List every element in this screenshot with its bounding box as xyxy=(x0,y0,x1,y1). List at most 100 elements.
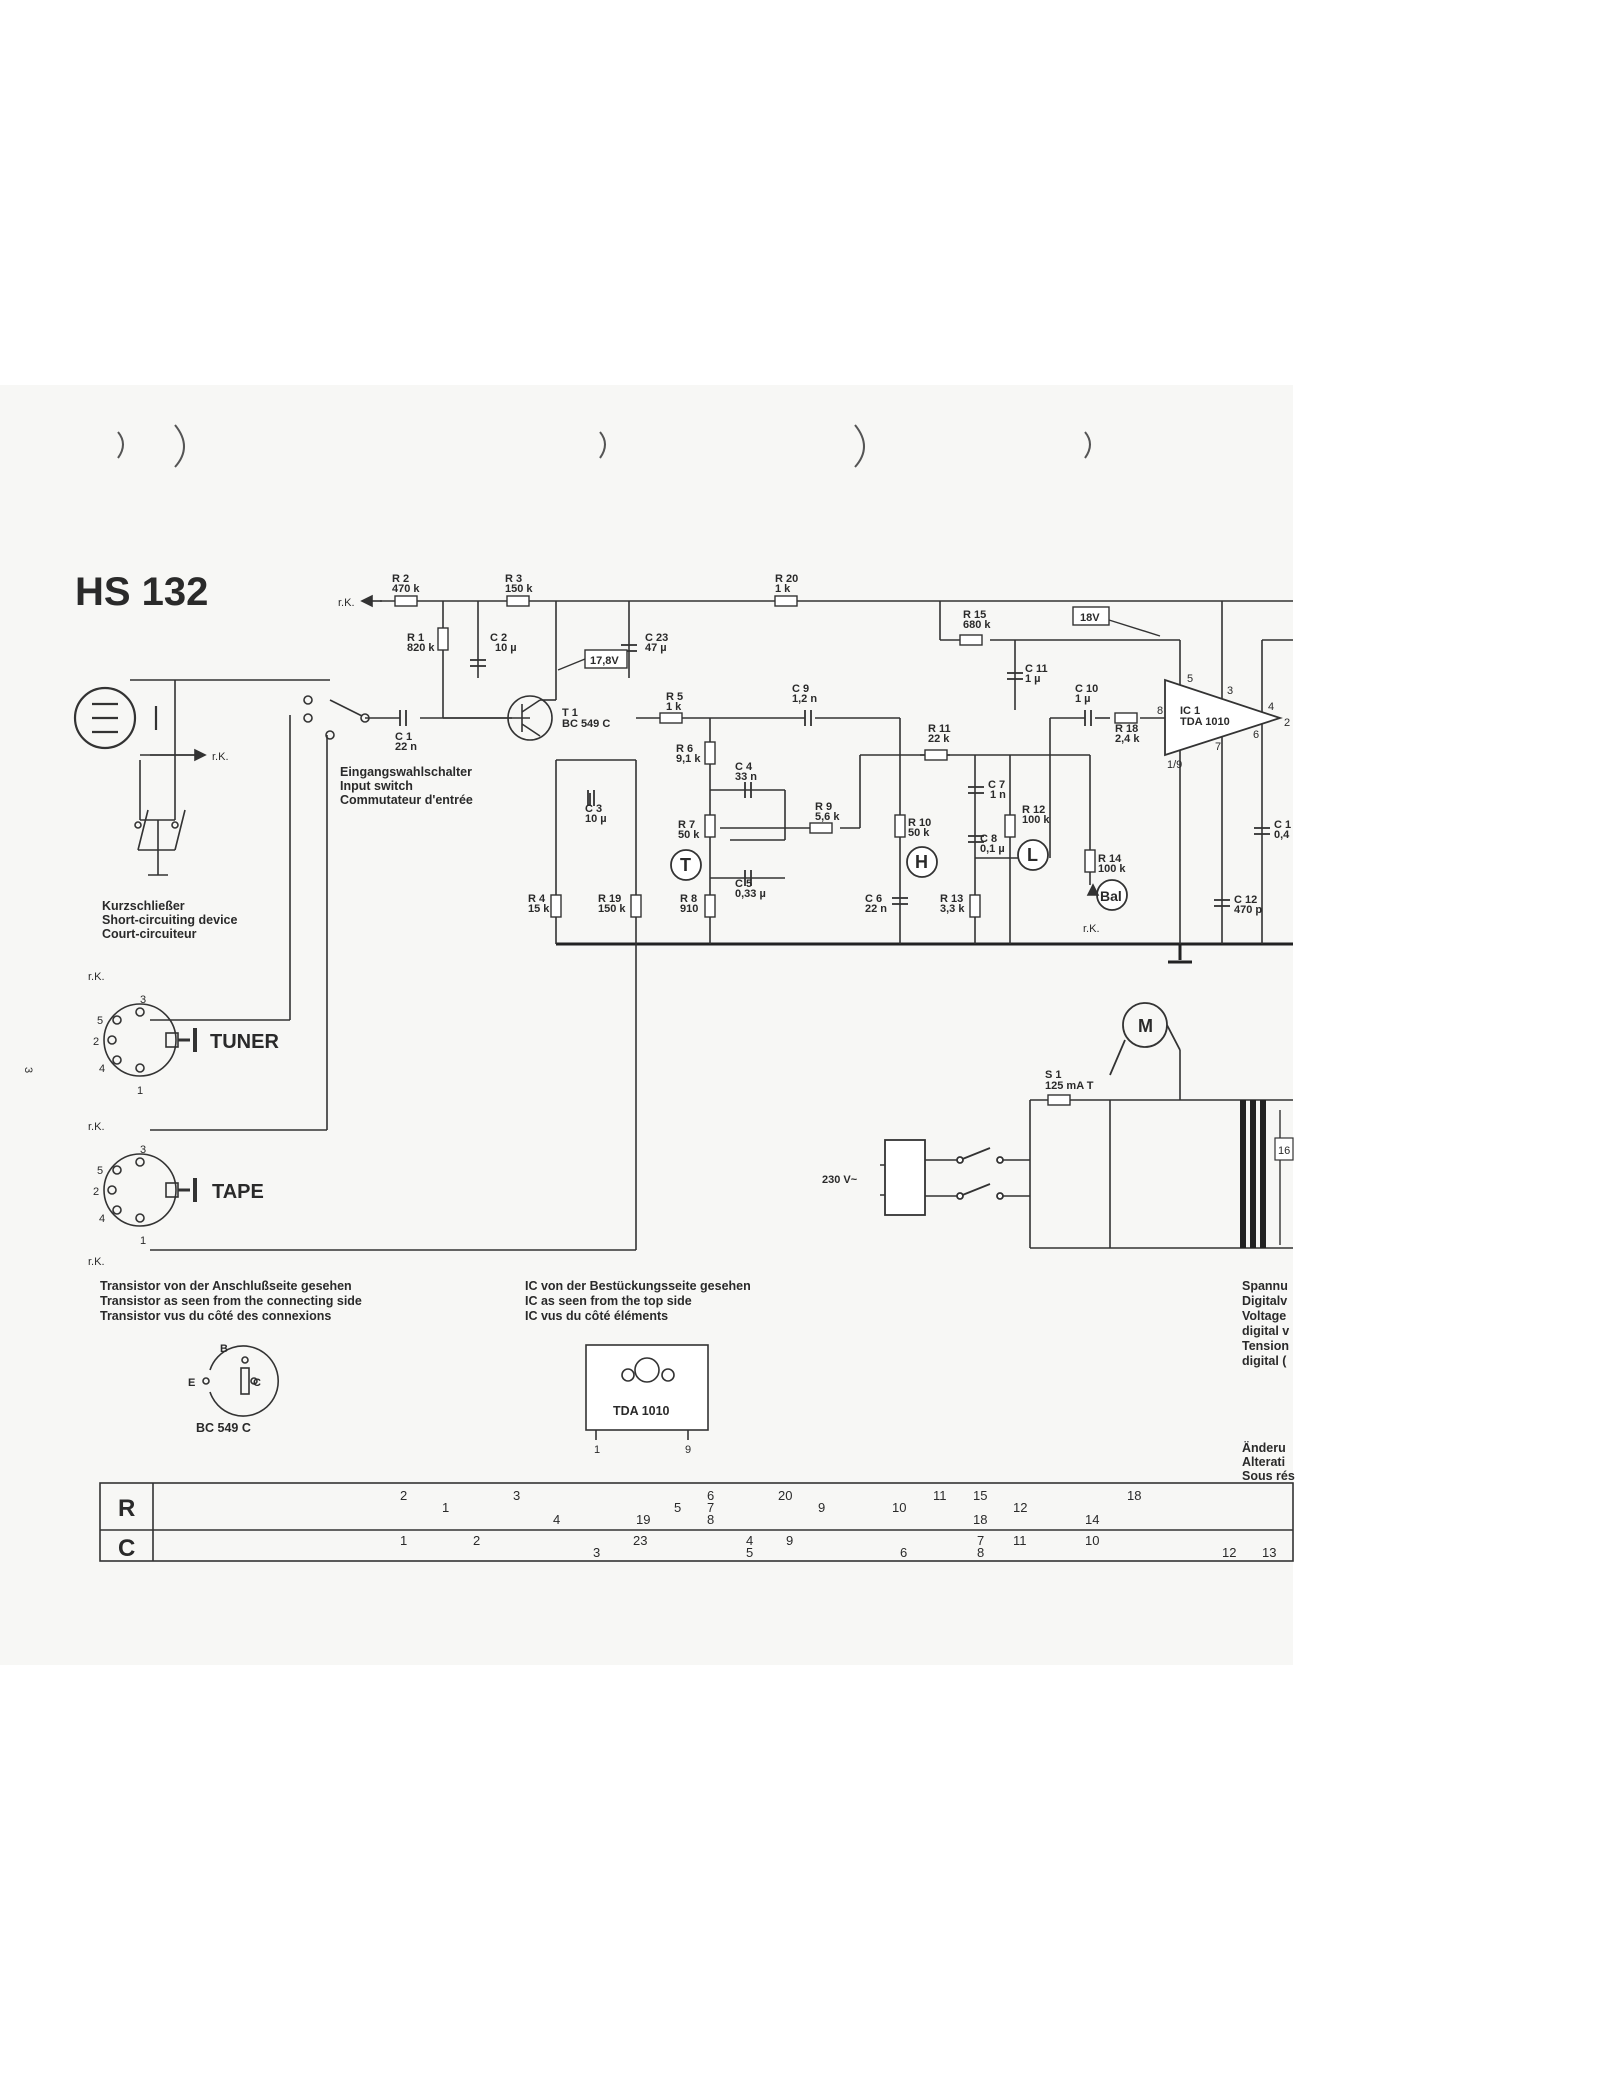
ic1-type: TDA 1010 xyxy=(1180,716,1230,728)
r5-value: 1 k xyxy=(666,701,682,713)
r19-name: R 19 xyxy=(598,893,621,905)
table-cell: 12 xyxy=(1013,1500,1027,1515)
ic-pin-6: 6 xyxy=(1253,729,1259,741)
table-cell: 14 xyxy=(1085,1512,1099,1527)
resistor-bodies xyxy=(394,595,1138,918)
c13-value: 0,4 xyxy=(1274,829,1290,841)
table-cell: 1 xyxy=(400,1533,407,1548)
label-ground-2: r.K. xyxy=(212,751,229,763)
table-cell: 19 xyxy=(636,1512,650,1527)
r19-value: 150 k xyxy=(598,903,626,915)
volume-control-label: L xyxy=(1027,845,1038,865)
r11-name: R 11 xyxy=(928,723,951,735)
input-switch-en: Input switch xyxy=(340,779,413,793)
c9-value: 1,2 n xyxy=(792,693,817,705)
ground-arrows xyxy=(150,594,1100,896)
r8-name: R 8 xyxy=(680,893,697,905)
c3-name: C 3 xyxy=(585,803,602,815)
c3-value: 10 µ xyxy=(585,813,607,825)
ic-package xyxy=(585,1344,709,1440)
supply-box-18v: 18V xyxy=(1072,606,1161,637)
c8-value: 0,1 µ xyxy=(980,843,1005,855)
table-cell: 6 xyxy=(900,1545,907,1560)
c2-name: C 2 xyxy=(490,632,507,644)
c13-name: C 1 xyxy=(1274,819,1291,831)
r14-name: R 14 xyxy=(1098,853,1122,865)
table-cell: 7 xyxy=(707,1500,714,1515)
table-cell: 4 xyxy=(746,1533,753,1548)
voltage-note-4: digital v xyxy=(1242,1324,1289,1338)
c1-value: 22 n xyxy=(395,741,417,753)
tape-pin-5: 5 xyxy=(97,1165,103,1177)
transistor-t1 xyxy=(507,695,556,741)
c7-value: 1 n xyxy=(990,789,1006,801)
balance-control-label: Bal xyxy=(1100,888,1122,904)
table-cell: 9 xyxy=(818,1500,825,1515)
tuner-pin-5: 5 xyxy=(97,1015,103,1027)
mains-voltage: 230 V~ xyxy=(822,1174,858,1186)
short-device-de: Kurzschließer xyxy=(102,899,185,913)
c12-value: 470 p xyxy=(1234,904,1262,916)
transistor-package-type: BC 549 C xyxy=(196,1421,251,1435)
table-row-r: R xyxy=(118,1495,135,1522)
c23-name: C 23 xyxy=(645,632,668,644)
table-cell: 2 xyxy=(473,1533,480,1548)
short-device-en: Short-circuiting device xyxy=(102,913,237,927)
supply-voltage-18v: 18V xyxy=(1080,612,1100,624)
supply-box-17v8: 17,8V xyxy=(584,649,628,669)
din-connector-tuner xyxy=(103,1003,197,1077)
c6-value: 22 n xyxy=(865,903,887,915)
tuner-pin-4: 4 xyxy=(99,1063,105,1075)
c11-name: C 11 xyxy=(1025,663,1048,675)
r9-name: R 9 xyxy=(815,801,832,813)
r11-value: 22 k xyxy=(928,733,950,745)
ic-pin-2: 2 xyxy=(1284,717,1290,729)
table-r-values: 2 3 6 20 11 15 18 1 4 19 5 7 9 10 18 12 … xyxy=(400,1488,1141,1527)
c5-value: 0,33 µ xyxy=(735,888,766,900)
ic-package-pin-1: 1 xyxy=(594,1444,600,1456)
ic-note-de: IC von der Bestückungsseite gesehen xyxy=(525,1279,751,1293)
table-cell: 18 xyxy=(973,1512,987,1527)
fuse-s1 xyxy=(1047,1094,1071,1106)
r13-name: R 13 xyxy=(940,893,963,905)
label-ground-5: r.K. xyxy=(88,1121,105,1133)
control-circles xyxy=(670,839,1128,911)
fuse-value: 125 mA T xyxy=(1045,1080,1094,1092)
r4-value: 15 k xyxy=(528,903,550,915)
table-cell: 5 xyxy=(746,1545,753,1560)
table-cell: 11 xyxy=(1013,1533,1027,1548)
label-ground-3: r.K. xyxy=(1083,923,1100,935)
c5-name: C 5 xyxy=(735,878,752,890)
supply-voltage-17v8: 17,8V xyxy=(590,655,619,667)
tuner-input-label: TUNER xyxy=(210,1031,279,1053)
treble-control-label: T xyxy=(680,855,691,875)
change-note-1: Änderu xyxy=(1242,1440,1286,1455)
r13-value: 3,3 k xyxy=(940,903,965,915)
r15-name: R 15 xyxy=(963,609,986,621)
capacitor-plates xyxy=(399,644,1270,907)
r20-name: R 20 xyxy=(775,573,798,585)
r2-name: R 2 xyxy=(392,573,409,585)
input-switch-de: Eingangswahlschalter xyxy=(340,765,472,779)
r7-value: 50 k xyxy=(678,829,700,841)
binder-holes xyxy=(117,424,1091,468)
ic-pin-7: 7 xyxy=(1215,741,1221,753)
table-cell: 5 xyxy=(674,1500,681,1515)
c7-name: C 7 xyxy=(988,779,1005,791)
input-selector-switch xyxy=(303,695,370,740)
c9-name: C 9 xyxy=(792,683,809,695)
din-connector-tape xyxy=(103,1153,197,1227)
r6-value: 9,1 k xyxy=(676,753,701,765)
c2-value: 10 µ xyxy=(495,642,517,654)
r10-name: R 10 xyxy=(908,817,931,829)
short-circuit-switch xyxy=(134,809,186,851)
transistor-package xyxy=(202,1345,279,1417)
ic-package-name: TDA 1010 xyxy=(613,1404,670,1418)
table-cell: 8 xyxy=(707,1512,714,1527)
ic-pin-1-9: 1/9 xyxy=(1167,759,1182,771)
transistor-note-en: Transistor as seen from the connecting s… xyxy=(100,1294,362,1308)
transistor-pin-c: C xyxy=(253,1377,261,1389)
input-switch-fr: Commutateur d'entrée xyxy=(340,793,473,807)
c1-name: C 1 xyxy=(395,731,412,743)
